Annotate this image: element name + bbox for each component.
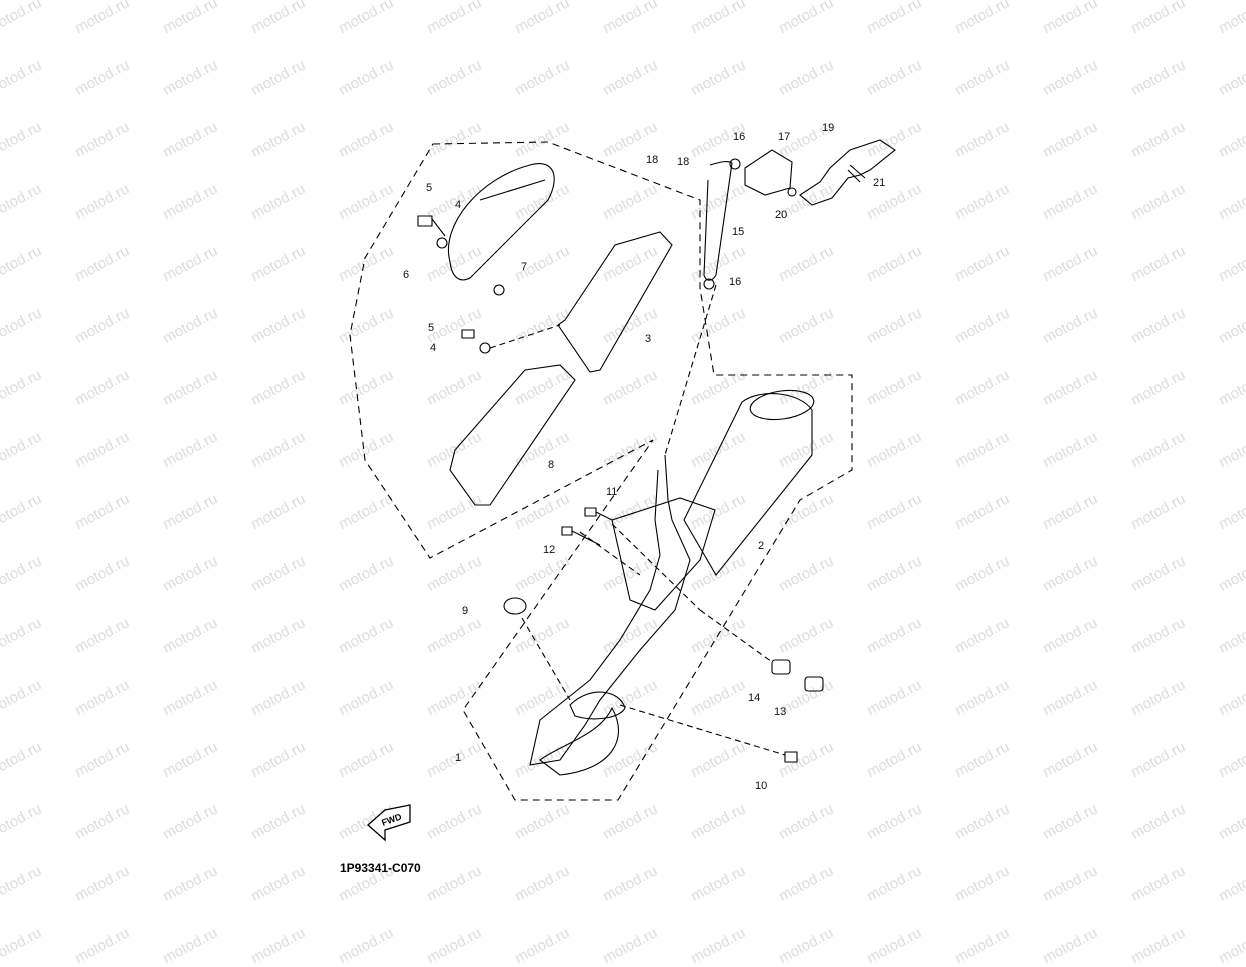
callout-12: 12 <box>543 544 556 556</box>
callout-16: 16 <box>733 131 746 143</box>
protector-3 <box>557 231 673 373</box>
callout-20: 20 <box>775 209 788 221</box>
clip-20 <box>787 187 797 197</box>
callout-7: 7 <box>521 261 528 273</box>
protector-8 <box>449 364 576 506</box>
callout-13: 13 <box>774 706 787 718</box>
callout-11: 11 <box>606 486 618 498</box>
clip-16-upper <box>729 158 741 170</box>
washer-7 <box>493 284 505 296</box>
drawing-code: 1P93341-C070 <box>340 861 421 875</box>
cover-6 <box>448 163 555 281</box>
callout-8: 8 <box>548 459 555 471</box>
callout-4: 4 <box>455 199 462 211</box>
bolt-11 <box>584 507 613 521</box>
exhaust-flange <box>569 691 626 720</box>
fwd-arrow-icon: FWD <box>367 804 411 842</box>
callout-15: 15 <box>732 226 745 238</box>
washer-4-lower <box>479 342 491 354</box>
bolt-12 <box>561 526 601 546</box>
bolt-5-upper <box>417 215 446 237</box>
bolt-10 <box>784 751 798 763</box>
callout-3: 3 <box>645 333 652 345</box>
callout-19: 19 <box>822 122 835 134</box>
callout-9: 9 <box>462 605 469 617</box>
callout-14: 14 <box>748 692 761 704</box>
muffler-body <box>683 393 813 576</box>
exhaust-pipe <box>529 454 691 766</box>
callout-21: 21 <box>873 177 886 189</box>
bushing-14 <box>771 659 791 675</box>
hose-15 <box>703 160 733 281</box>
diagram-art: FWD <box>349 139 896 842</box>
pipe-19 <box>799 139 896 206</box>
callout-4: 4 <box>430 342 437 354</box>
callout-1: 1 <box>455 752 462 764</box>
reed-valve-17 <box>744 149 793 196</box>
clip-16-lower <box>703 278 715 290</box>
callout-10: 10 <box>755 780 768 792</box>
callout-16: 16 <box>729 276 742 288</box>
muffler-end-cap <box>749 389 815 421</box>
callout-2: 2 <box>758 540 765 552</box>
bolt-21 <box>847 164 866 183</box>
callout-5: 5 <box>428 322 435 334</box>
gasket-9 <box>503 597 527 615</box>
callout-5: 5 <box>426 182 433 194</box>
washer-4-upper <box>436 237 448 249</box>
callout-17: 17 <box>778 131 791 143</box>
exhaust-elbow <box>539 706 620 776</box>
bolt-5-lower <box>461 329 475 339</box>
upper-group-outline <box>349 141 853 801</box>
muffler-bracket <box>611 497 716 611</box>
bushing-13 <box>804 676 824 692</box>
callout-18: 18 <box>646 154 659 166</box>
callout-6: 6 <box>403 269 410 281</box>
callout-18: 18 <box>677 156 690 168</box>
